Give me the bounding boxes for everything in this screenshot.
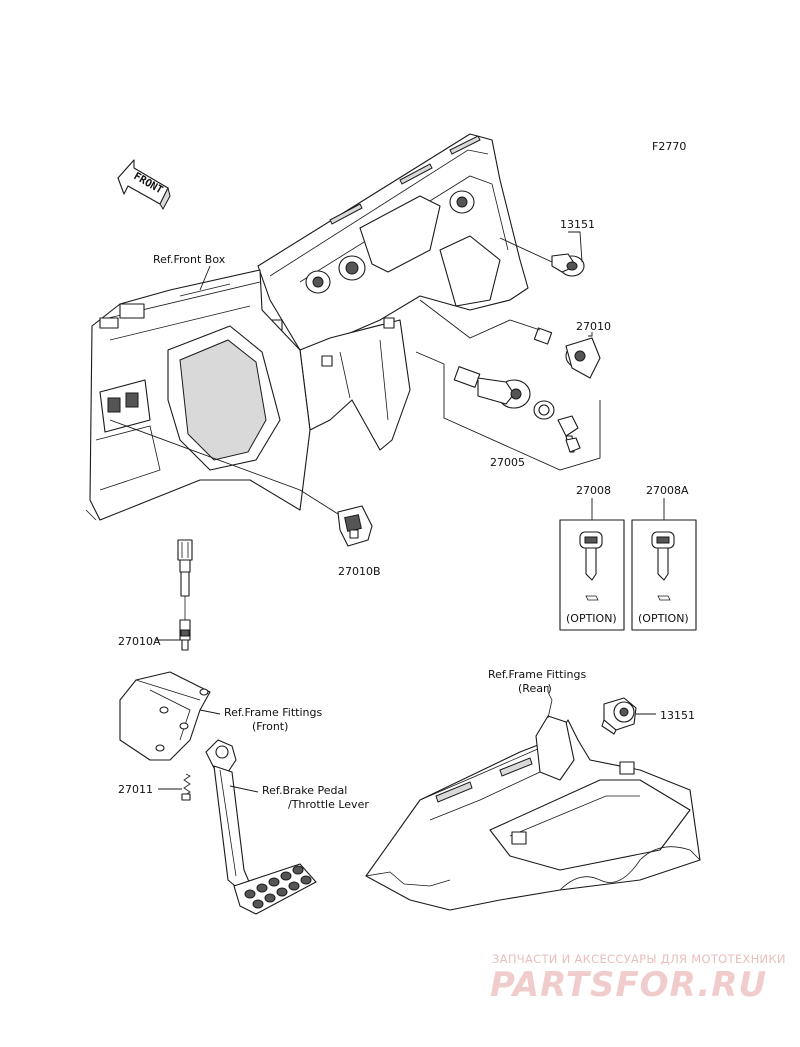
ref-frame-fittings-front-line1: Ref.Frame Fittings: [224, 706, 322, 719]
pedal-tread: [244, 865, 312, 909]
part-27010: 27010: [419, 299, 611, 379]
part-27010B-switch: 27010B: [109, 419, 381, 578]
part-13151-bottom: 13151: [601, 697, 695, 735]
part-number-13151-top: 13151: [560, 218, 595, 231]
ref-frame-fittings-rear-line1: Ref.Frame Fittings: [488, 668, 586, 681]
figure-code: F2770: [652, 140, 686, 153]
ref-brake-pedal-line1: Ref.Brake Pedal: [262, 784, 347, 797]
part-13151-top: 13151: [499, 218, 595, 277]
part-27011-spring: 27011: [118, 773, 191, 801]
front-arrow-icon: FRONT: [117, 159, 171, 211]
part-number-27005: 27005: [490, 456, 525, 469]
part-number-27010: 27010: [576, 320, 611, 333]
part-number-27011: 27011: [118, 783, 153, 796]
part-number-27010A: 27010A: [118, 635, 161, 648]
ref-front-box: Ref.Front Box: [153, 253, 226, 291]
brake-pedal: Ref.Brake Pedal /Throttle Lever: [205, 739, 369, 915]
watermark: ЗАПЧАСТИ И АКСЕССУАРЫ ДЛЯ МОТОТЕХНИКИ PA…: [490, 952, 786, 1005]
option-label-left: (OPTION): [566, 612, 617, 625]
watermark-brand: PARTSFOR.RU: [490, 965, 767, 1005]
ref-frame-fittings-front-line2: (Front): [252, 720, 288, 733]
watermark-tagline: ЗАПЧАСТИ И АКСЕССУАРЫ ДЛЯ МОТОТЕХНИКИ: [492, 952, 786, 966]
rear-floor-panel: Ref.Frame Fittings (Rear): [365, 668, 701, 911]
option-label-right: (OPTION): [638, 612, 689, 625]
part-27005-ignition-switch: 27005: [415, 351, 601, 471]
dashboard-panel: [85, 133, 529, 521]
part-number-13151-bottom: 13151: [660, 709, 695, 722]
ref-frame-fittings-rear-line2: (Rear): [518, 682, 552, 695]
ref-brake-pedal-line2: /Throttle Lever: [288, 798, 369, 811]
part-number-27008A: 27008A: [646, 484, 689, 497]
part-27008-key-option: 27008 (OPTION): [559, 484, 625, 631]
part-number-27010B: 27010B: [338, 565, 381, 578]
part-number-27008: 27008: [576, 484, 611, 497]
part-27010A-sensor: 27010A: [118, 539, 193, 651]
front-frame-bracket: Ref.Frame Fittings (Front): [119, 671, 322, 761]
ref-front-box-label: Ref.Front Box: [153, 253, 226, 266]
part-27008A-key-option: 27008A (OPTION): [631, 484, 697, 631]
